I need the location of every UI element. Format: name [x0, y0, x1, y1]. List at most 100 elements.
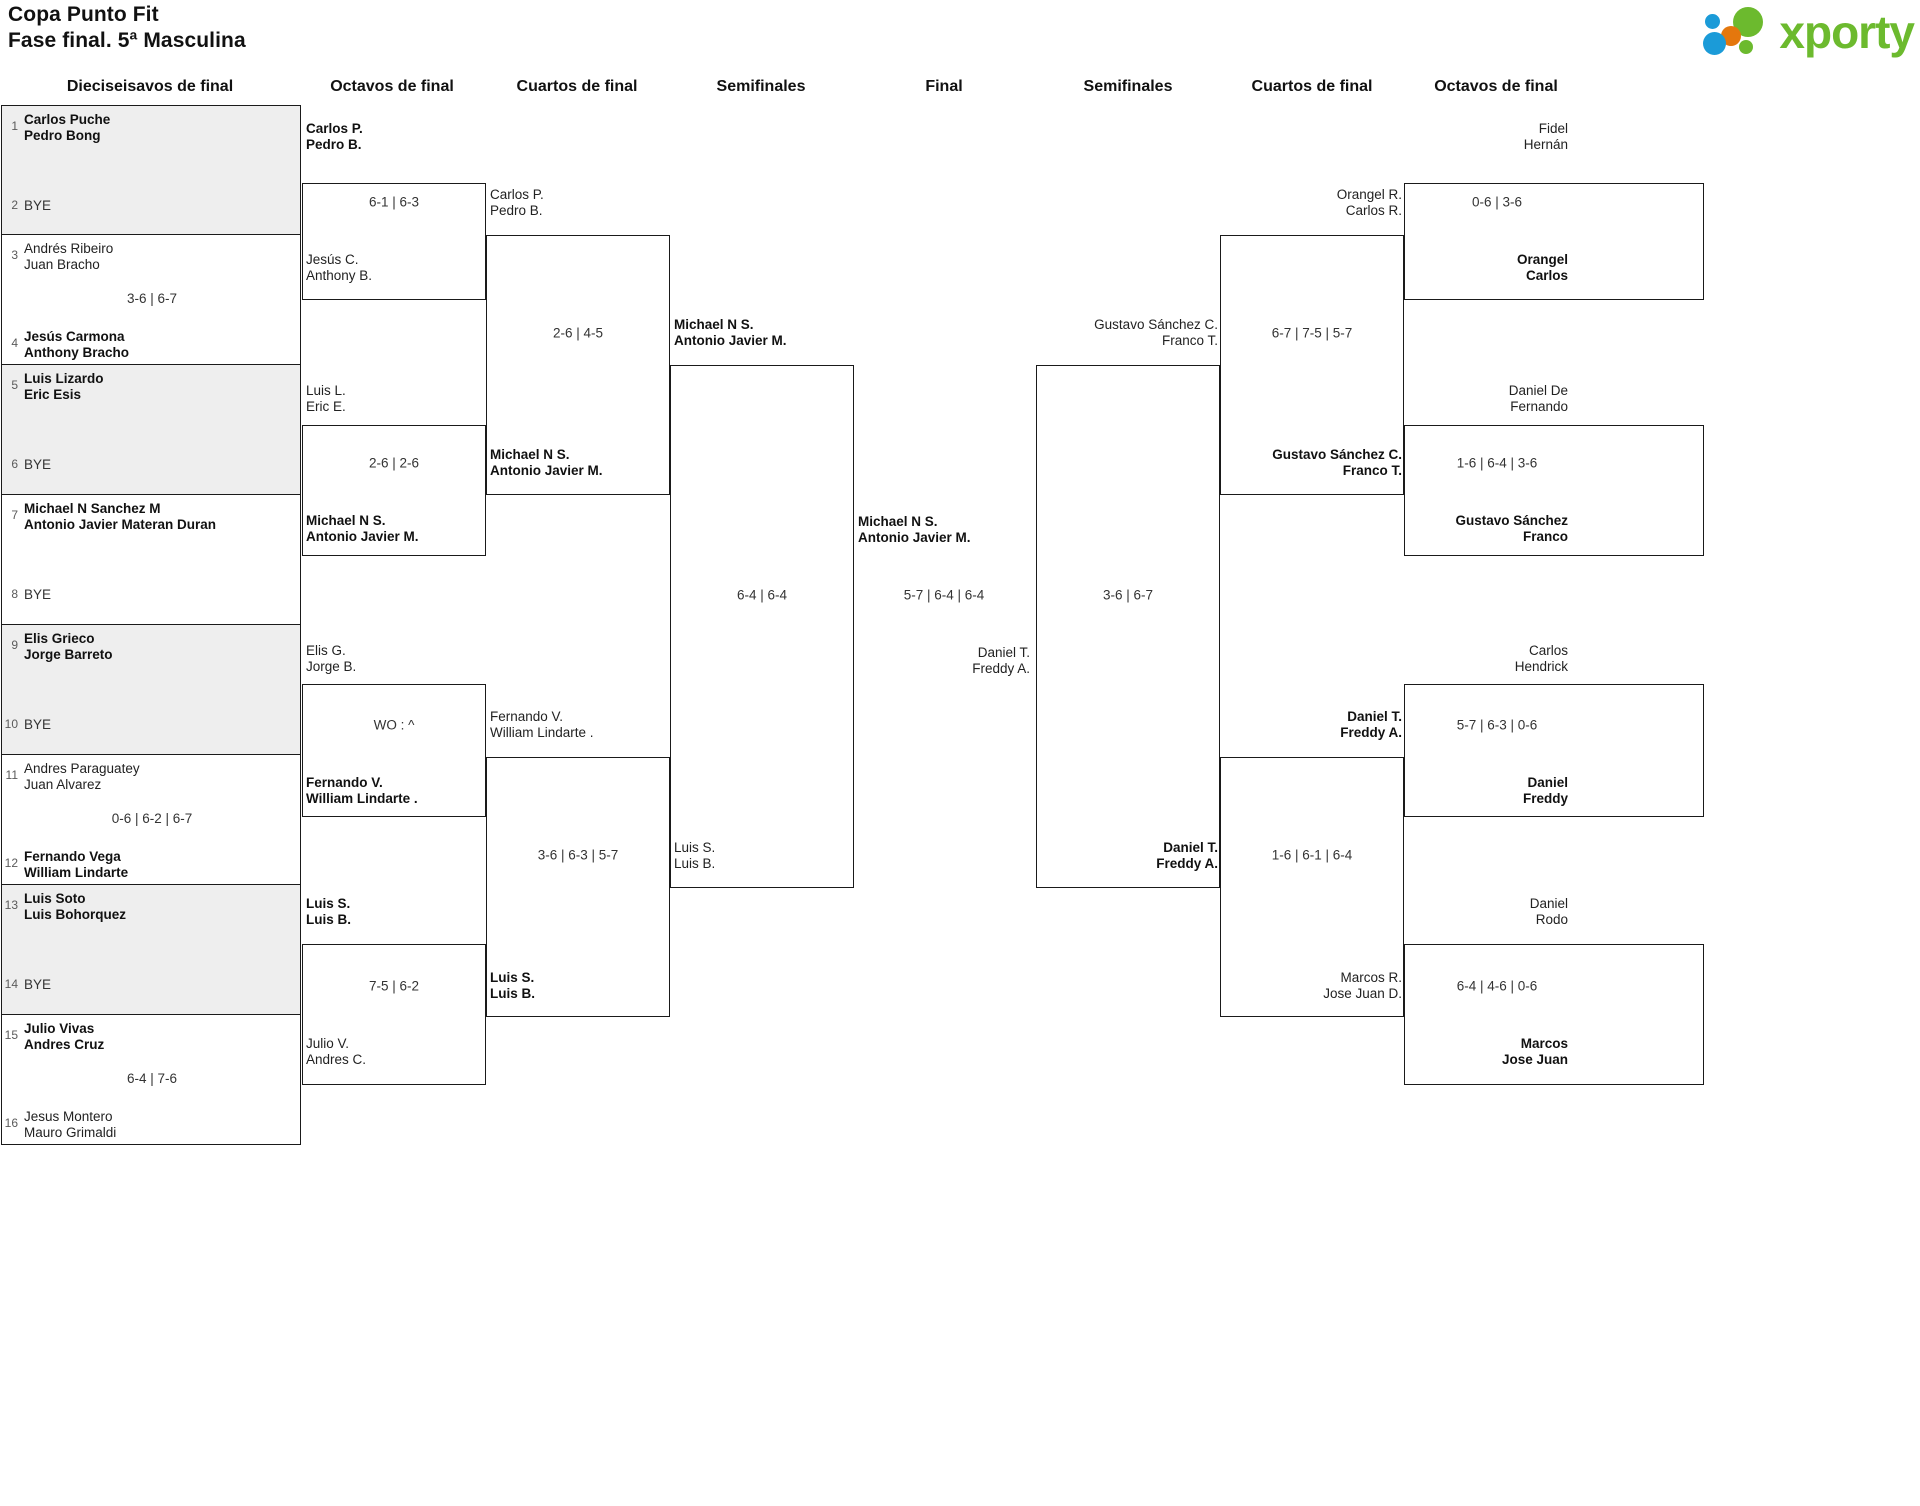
player-1: Luis S.: [306, 896, 351, 911]
round-header-2: Cuartos de final: [516, 78, 638, 95]
seed-number: 15: [4, 1028, 18, 1042]
player-2: Franco T.: [1342, 462, 1402, 478]
seed-number: 16: [4, 1116, 18, 1130]
match-players: Luis S.Luis B.: [306, 896, 351, 927]
logo-dot-blue-small-icon: [1705, 14, 1721, 29]
bracket-connector: [1036, 365, 1220, 888]
player-1: Luis S.: [490, 970, 535, 985]
bracket-connector: [670, 365, 854, 888]
match-score: 5-7 | 6-3 | 0-6: [1456, 717, 1538, 733]
player-1: Michael N S.: [674, 317, 754, 332]
player-1: Daniel De: [1508, 383, 1568, 398]
seed-players: BYE: [24, 457, 52, 472]
round-header-5: Semifinales: [1083, 78, 1173, 95]
player-1: Carlos P.: [490, 187, 544, 202]
player-1: Daniel: [1527, 775, 1568, 790]
seed-number: 13: [4, 898, 18, 912]
round-header-7: Octavos de final: [1434, 78, 1558, 95]
seed-number: 2: [11, 198, 18, 212]
seed-number: 5: [11, 378, 18, 392]
player-2: Rodo: [1535, 911, 1568, 927]
tournament-phase: Fase final. 5ª Masculina: [8, 29, 246, 52]
player-1: Daniel T.: [1163, 840, 1218, 855]
match-players: Michael N S.Antonio Javier M.: [490, 447, 603, 478]
player-2: Jose Juan: [1501, 1051, 1568, 1067]
seed-number: 1: [11, 119, 18, 133]
player-1: Gustavo Sánchez C.: [1094, 317, 1218, 332]
match-players: Carlos P.Pedro B.: [490, 187, 544, 218]
bracket-connector: [1404, 944, 1704, 1085]
seed-player-1: Jesus Montero: [24, 1109, 113, 1124]
player-2: Luis B.: [306, 911, 352, 927]
player-2: Luis B.: [674, 855, 716, 871]
match-score: 3-6 | 6-7: [126, 291, 178, 306]
bracket-connector: [486, 235, 670, 495]
seed-players: BYE: [24, 977, 52, 992]
player-2: Antonio Javier M.: [858, 529, 971, 545]
match-score: 3-6 | 6-7: [1102, 587, 1154, 603]
match-players: Luis S.Luis B.: [490, 970, 535, 1001]
player-2: Antonio Javier M.: [674, 332, 787, 348]
match-players: Luis L.Eric E.: [306, 383, 346, 414]
player-2: Pedro B.: [490, 202, 543, 218]
seed-player-2: Mauro Grimaldi: [24, 1124, 117, 1140]
xporty-logo: xporty: [1703, 6, 1915, 58]
seed-player-1: Fernando Vega: [24, 849, 121, 864]
player-1: Fidel: [1538, 121, 1568, 136]
seed-number: 14: [4, 977, 18, 991]
bracket-connector: [302, 944, 486, 1085]
match-score: 1-6 | 6-1 | 6-4: [1271, 847, 1353, 863]
seed-player-1: Michael N Sanchez M: [24, 501, 161, 516]
round-header-3: Semifinales: [716, 78, 806, 95]
player-1: Michael N S.: [858, 514, 938, 529]
match-score: 7-5 | 6-2: [368, 978, 420, 994]
seed-number: 11: [5, 768, 18, 782]
round-header-0: Dieciseisavos de final: [66, 78, 234, 95]
player-1: Daniel T.: [1347, 709, 1402, 724]
bracket-connector: [302, 684, 486, 817]
match-players: Daniel T.Freddy A.: [1340, 709, 1402, 740]
player-1: Michael N S.: [490, 447, 570, 462]
seed-player-2: Pedro Bong: [24, 127, 101, 143]
match-players: Luis S.Luis B.: [674, 840, 715, 871]
page-title: Copa Punto Fit Fase final. 5ª Masculina: [8, 2, 246, 54]
match-score: 3-6 | 6-3 | 5-7: [537, 847, 619, 863]
player-2: Freddy: [1522, 790, 1568, 806]
seed-player-1: Andrés Ribeiro: [24, 241, 114, 256]
player-2: Jose Juan D.: [1323, 985, 1402, 1001]
player-2: Jorge B.: [306, 658, 357, 674]
match-players: Carlos P.Pedro B.: [306, 121, 363, 152]
player-2: Fernando: [1510, 398, 1568, 414]
seed-number: 12: [4, 856, 18, 870]
player-1: Michael N S.: [306, 513, 386, 528]
bracket-connector: [486, 757, 670, 1017]
player-2: William Lindarte .: [490, 724, 594, 740]
seed-number: 7: [11, 508, 18, 522]
bracket-connector: [1220, 757, 1404, 1017]
player-2: Carlos R.: [1345, 202, 1402, 218]
seed-player-1: Luis Soto: [24, 891, 86, 906]
match-score: 6-4 | 7-6: [126, 1071, 178, 1086]
